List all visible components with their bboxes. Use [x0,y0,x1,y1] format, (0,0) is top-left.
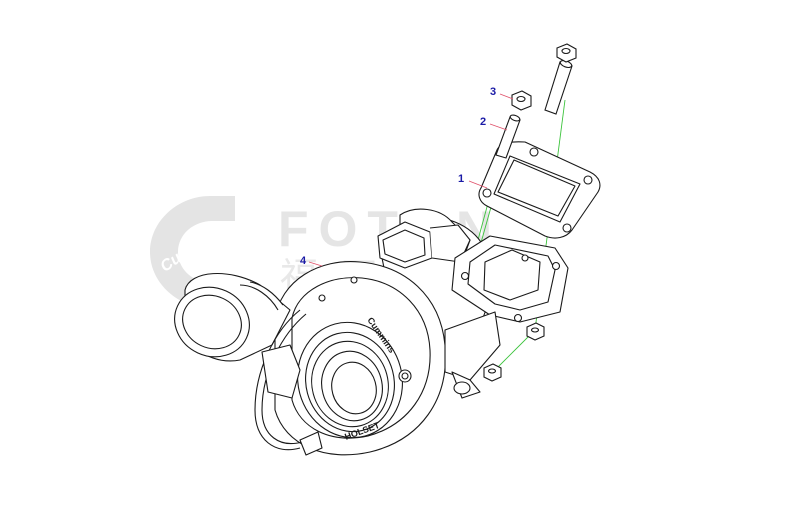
actuator-hose [254,309,301,451]
callout-2: 2 [480,116,487,128]
nut-lower-right [526,322,545,341]
stud-long [544,59,573,115]
leader-lines [308,93,514,267]
callout-3: 3 [490,86,497,98]
turbocharger [174,208,569,456]
callout-4: 4 [300,255,307,267]
nut-lower-left [483,363,502,382]
nut-3 [511,90,532,111]
callout-1: 1 [458,173,465,185]
gasket [478,141,601,239]
stud-short [495,114,521,159]
nut-top [556,43,577,63]
